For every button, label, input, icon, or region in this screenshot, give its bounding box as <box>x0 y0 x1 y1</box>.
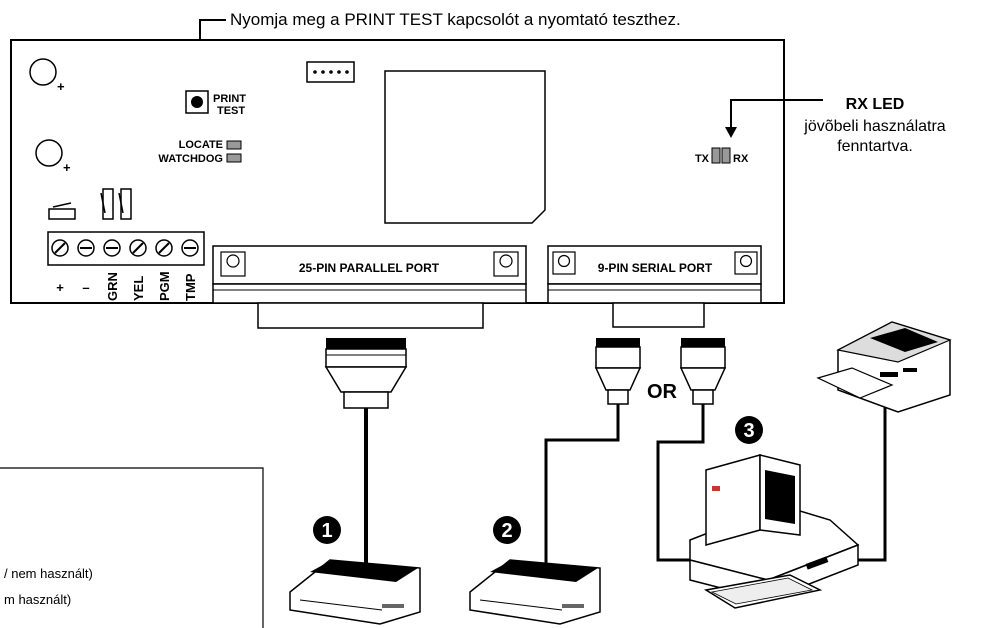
serial-port-label: 9-PIN SERIAL PORT <box>598 261 713 275</box>
watchdog-label: WATCHDOG <box>158 153 223 165</box>
serial-cable-b <box>656 404 708 562</box>
rx-led-arrowhead <box>725 127 737 138</box>
jumper-1 <box>48 202 76 220</box>
legend-box <box>0 467 264 628</box>
terminal-screw-6 <box>181 239 199 257</box>
terminal-label-yel: YEL <box>131 276 146 301</box>
svg-text:+: + <box>57 79 65 94</box>
rx-label: RX <box>733 153 749 165</box>
option-badge-3: 3 <box>735 416 763 444</box>
laser-printer-cable <box>850 392 887 562</box>
terminal-screw-1 <box>51 239 69 257</box>
option-badge-2: 2 <box>493 516 521 544</box>
terminal-label-plus: + <box>56 280 64 295</box>
terminal-screw-3 <box>103 239 121 257</box>
rx-led-note-2: fenntartva. <box>837 138 913 155</box>
svg-text:2: 2 <box>501 520 512 542</box>
serial-cable-a <box>544 404 620 568</box>
print-test-note: Nyomja meg a PRINT TEST kapcsolót a nyom… <box>230 10 681 29</box>
rx-led-pointer <box>730 99 823 130</box>
terminal-block <box>47 231 205 266</box>
jumper-2 <box>100 188 114 220</box>
svg-text:3: 3 <box>743 420 754 442</box>
jumper-3 <box>118 188 132 220</box>
svg-text:1: 1 <box>321 520 332 542</box>
terminal-label-pgm: PGM <box>157 271 172 301</box>
rx-led-title: RX LED <box>846 96 905 113</box>
svg-text:+: + <box>63 160 71 175</box>
terminal-label-minus: – <box>82 280 89 295</box>
serial-connector-b <box>679 338 727 405</box>
terminal-screw-2 <box>77 239 95 257</box>
locate-label: LOCATE <box>179 139 223 151</box>
option-badge-1: 1 <box>313 516 341 544</box>
legend-line-1: / nem használt) <box>4 566 93 581</box>
tx-label: TX <box>695 153 710 165</box>
mounting-hole-2: + <box>35 139 71 175</box>
terminal-screw-4 <box>129 239 147 257</box>
locate-led <box>226 140 242 150</box>
serial-connector-a <box>594 338 642 405</box>
serial-port <box>547 245 762 328</box>
terminal-label-tmp: TMP <box>183 273 198 301</box>
legend-line-2: m használt) <box>4 592 71 607</box>
print-test-switch[interactable] <box>185 90 209 114</box>
dot-matrix-printer-1 <box>289 559 421 625</box>
terminal-screw-5 <box>155 239 173 257</box>
computer <box>689 454 860 609</box>
parallel-port-label: 25-PIN PARALLEL PORT <box>299 261 440 275</box>
or-label: OR <box>647 381 678 403</box>
header-connector <box>306 61 355 83</box>
watchdog-led <box>226 153 242 163</box>
processor-chip <box>384 70 546 224</box>
print-test-label-2: TEST <box>217 105 245 117</box>
parallel-port <box>212 245 527 329</box>
rx-led <box>721 147 731 164</box>
laser-printer <box>816 321 952 413</box>
tx-led <box>711 147 721 164</box>
rx-led-note-1: jövõbeli használatra <box>803 118 946 135</box>
parallel-cable-connector <box>324 338 408 409</box>
mounting-hole-1: + <box>29 58 65 94</box>
print-test-label-1: PRINT <box>213 93 246 105</box>
terminal-label-grn: GRN <box>105 272 120 301</box>
dot-matrix-printer-2 <box>469 559 601 625</box>
